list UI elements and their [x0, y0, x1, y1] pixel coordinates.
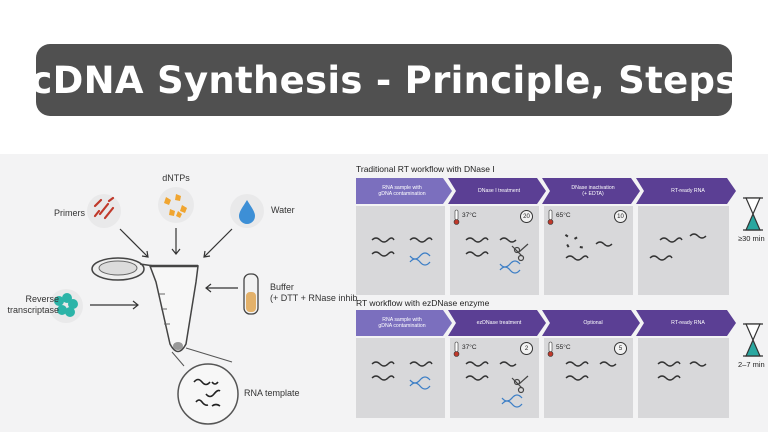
dntps-label: dNTPs	[162, 173, 190, 183]
dna-helix-icons	[409, 252, 523, 408]
workflow-2-timer-1: 2	[520, 342, 533, 355]
workflow-1-step-1: RNA sample with gDNA contamination	[356, 178, 452, 204]
page-title: cDNA Synthesis - Principle, Steps	[30, 58, 738, 102]
workflow-1-temp-1: 37°C	[462, 212, 477, 219]
workflow-2-timer-2: 5	[614, 342, 627, 355]
primers-icon	[87, 194, 121, 228]
rna-strand-icons	[371, 233, 707, 381]
buffer-vial-icon	[243, 273, 259, 315]
workflow-2-temp-1: 37°C	[462, 344, 477, 351]
workflow-1-panel-1	[356, 206, 445, 295]
reagent-diagram	[49, 187, 264, 425]
primers-strands	[93, 196, 115, 220]
workflow-1-step-2: DNase I treatment	[448, 178, 546, 204]
arrows	[90, 228, 238, 310]
rna-template-label: RNA template	[244, 388, 300, 398]
workflow-2-panel-4	[638, 338, 729, 418]
buffer-label: Buffer (+ DTT + RNase inhibito	[270, 282, 358, 303]
primers-label: Primers	[54, 208, 85, 218]
workflow-1-timer-1: 20	[520, 210, 533, 223]
workflow-2-step-2: ezDNase treatment	[448, 310, 546, 336]
rna-template-icon	[177, 363, 239, 425]
dntps-molecules	[164, 194, 187, 218]
workflow-2-temp-2: 55°C	[556, 344, 571, 351]
title-banner: cDNA Synthesis - Principle, Steps	[30, 44, 737, 116]
workflow-1-total-time: ≥30 min	[738, 234, 765, 243]
workflow-2-step-3: Optional	[542, 310, 640, 336]
workflow-2-step-4: RT-ready RNA	[636, 310, 736, 336]
workflow-1-timer-2: 10	[614, 210, 627, 223]
scissors-icon	[511, 243, 529, 394]
hourglass-icon-1	[743, 197, 763, 231]
dntps-icon	[158, 187, 194, 223]
workflow-2-panel-1	[356, 338, 445, 418]
workflow-2-title: RT workflow with ezDNase enzyme	[356, 298, 490, 308]
workflow-1-title: Traditional RT workflow with DNase I	[356, 164, 495, 174]
reverse-transcriptase-label: Reverse transcriptase	[7, 294, 59, 315]
workflow-2-total-time: 2–7 min	[738, 360, 765, 369]
tube-icon	[91, 257, 199, 353]
workflow-2-step-1: RNA sample with gDNA contamination	[356, 310, 452, 336]
fragment-icons	[564, 234, 583, 249]
workflow-1-temp-2: 65°C	[556, 212, 571, 219]
workflow-1-panel-4	[638, 206, 729, 295]
water-label: Water	[271, 205, 295, 215]
workflow-1-step-3: DNase inactivation (+ EDTA)	[542, 178, 640, 204]
thermometer-icon	[453, 209, 554, 357]
workflow-artwork	[371, 197, 763, 408]
workflow-1-step-4: RT-ready RNA	[636, 178, 736, 204]
hourglass-icon-2	[743, 323, 763, 357]
figure-area: dNTPs Primers Water Reverse transcriptas…	[0, 154, 768, 432]
